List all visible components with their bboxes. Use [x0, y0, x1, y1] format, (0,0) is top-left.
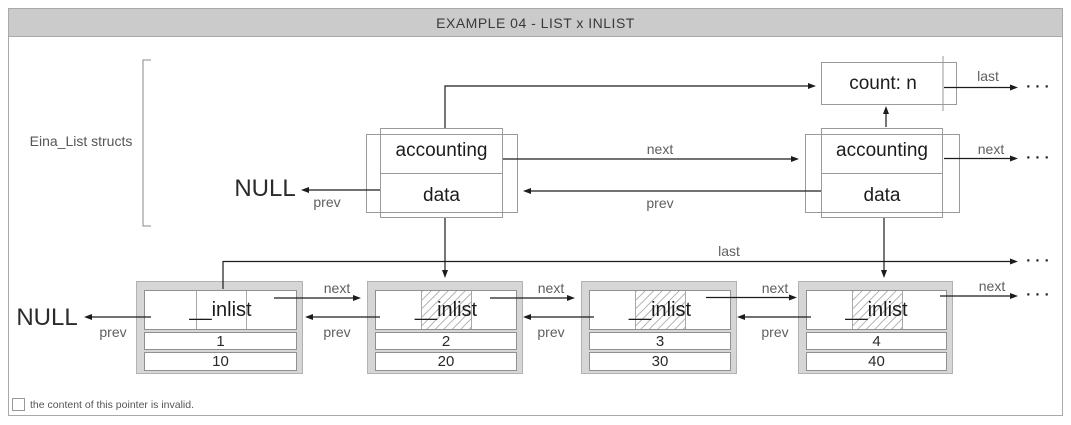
inlist-header-row: __inlist [806, 290, 947, 330]
page-title: EXAMPLE 04 - LIST x INLIST [436, 14, 635, 31]
invalid-pointer-cell [635, 291, 686, 329]
label-prev-list: prev [646, 195, 674, 211]
ellipsis-last-inlist: ... [1026, 248, 1054, 266]
inlist-id: 3 [655, 332, 665, 350]
eina-list-structs-label: Eina_List structs [29, 133, 133, 149]
inlist-value-row: 10 [144, 352, 297, 371]
inlist-value-row: 40 [806, 352, 947, 371]
inlist-id-row: 2 [375, 332, 517, 350]
inlist-id: 2 [441, 332, 451, 350]
list-node-1: accounting data [380, 128, 503, 218]
label-prev-null-top: prev [313, 194, 341, 210]
label-last-inlist: last [718, 243, 740, 259]
data-cell: data [863, 184, 901, 206]
label-prev-null-bottom: prev [99, 324, 127, 340]
null-label-bottom: NULL [16, 304, 78, 331]
label-prev-inlist4: prev [761, 324, 789, 340]
inlist-value: 10 [212, 353, 229, 370]
label-next-inlist3: next [761, 280, 789, 296]
inlist-id-row: 4 [806, 332, 947, 350]
inlist-header: __inlist [414, 298, 478, 321]
label-next-list2: next [977, 141, 1005, 157]
list-node-2-outer [805, 134, 960, 213]
inlist-node-3: __inlist 3 30 [581, 281, 737, 374]
count-node: count: n [821, 62, 957, 105]
inlist-header-row: __inlist [375, 290, 517, 330]
invalid-pointer-cell [421, 291, 472, 329]
label-next-list: next [646, 141, 674, 157]
inlist-id: 4 [872, 332, 881, 350]
ellipsis-last-count: ... [1026, 74, 1054, 92]
legend-invalid-swatch [12, 398, 25, 411]
inlist-header: __inlist [628, 298, 692, 321]
inlist-id: 1 [216, 332, 225, 350]
legend-text: the content of this pointer is invalid. [30, 398, 195, 411]
last-pointer-cell [196, 291, 247, 329]
inlist-value: 30 [651, 353, 669, 370]
inlist-value: 20 [437, 353, 455, 370]
label-prev-inlist2: prev [323, 324, 351, 340]
label-last-count: last [977, 68, 999, 84]
inlist-header-row: __inlist [589, 290, 731, 330]
arrow-last-inlist1-ellipsis [222, 258, 1018, 289]
arrow-list1-to-count [444, 83, 816, 128]
invalid-pointer-cell [852, 291, 903, 329]
inlist-node-2: __inlist 2 20 [367, 281, 523, 374]
title-bar: EXAMPLE 04 - LIST x INLIST [8, 8, 1063, 37]
eina-list-bracket [142, 59, 151, 227]
accounting-cell: accounting [381, 129, 502, 174]
null-label-top: NULL [234, 175, 296, 202]
inlist-value-row: 20 [375, 352, 517, 371]
label-next-inlist1: next [323, 280, 351, 296]
accounting-cell: accounting [822, 129, 942, 174]
label-next-inlist4: next [978, 278, 1006, 294]
inlist-node-4: __inlist 4 40 [798, 281, 953, 374]
label-prev-inlist3: prev [537, 324, 565, 340]
count-label: count: n [849, 72, 917, 94]
inlist-id-row: 1 [144, 332, 297, 350]
list-node-1-outer [366, 134, 518, 213]
inlist-header: __inlist [189, 298, 252, 321]
inlist-value: 40 [868, 353, 885, 370]
data-cell: data [423, 184, 460, 206]
list-node-2: accounting data [821, 128, 943, 218]
inlist-header: __inlist [845, 298, 908, 321]
label-next-inlist2: next [537, 280, 565, 296]
ellipsis-next-inlist: ... [1026, 282, 1054, 300]
inlist-node-1: __inlist 1 10 [136, 281, 303, 374]
inlist-header-row: __inlist [144, 290, 297, 330]
ellipsis-next-list: ... [1026, 145, 1054, 163]
inlist-value-row: 30 [589, 352, 731, 371]
inlist-id-row: 3 [589, 332, 731, 350]
